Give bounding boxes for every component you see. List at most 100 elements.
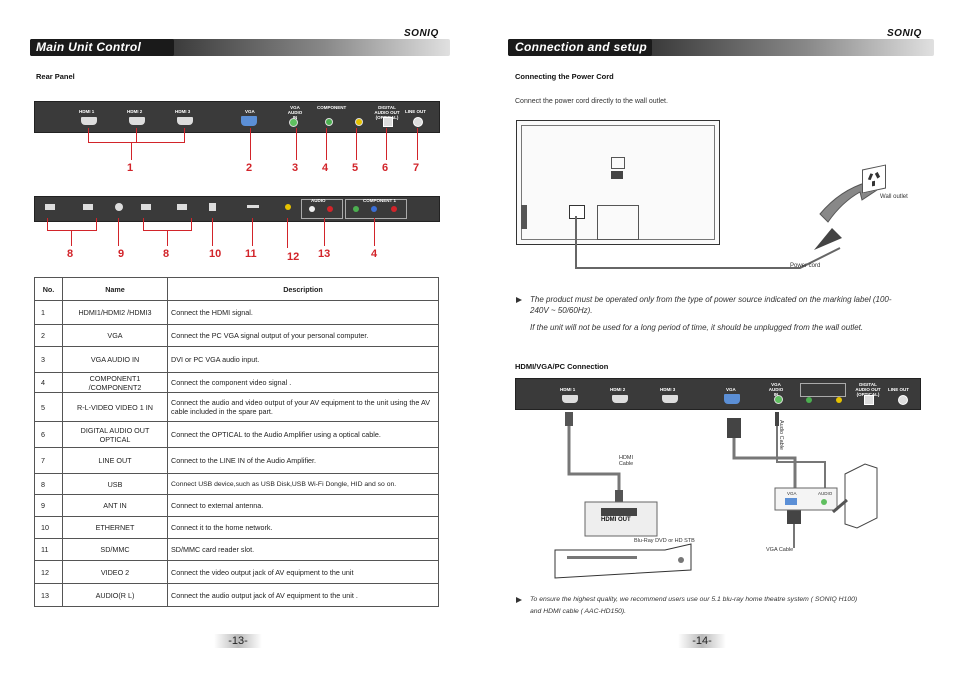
row-name: VGA [62, 324, 168, 347]
callout-13: 13 [318, 248, 331, 260]
pc-audio-jack-icon [821, 499, 827, 505]
power-cord-label: Power cord [790, 263, 821, 269]
tv-stand-icon [597, 205, 639, 240]
rear-panel-bottom: AUDIO COMPONENT 1 [34, 196, 440, 222]
usb-port-icon [45, 204, 55, 210]
note-bullet-icon [516, 297, 522, 303]
usb-port-icon [83, 204, 93, 210]
callout-10: 10 [209, 248, 222, 260]
panel-label-component1: COMPONENT 1 [363, 198, 397, 203]
video2-jack-icon [285, 204, 291, 210]
row-no: 11 [34, 538, 63, 561]
player-button-icon [678, 557, 684, 563]
callout-7: 7 [413, 162, 420, 174]
header-name: Name [62, 277, 168, 301]
component-y-jack-icon [806, 397, 812, 403]
row-name: SD/MMC [62, 538, 168, 561]
vga-plug-icon [727, 418, 741, 438]
callout-line [326, 128, 327, 160]
callout-line [143, 218, 144, 230]
callout-line [118, 218, 119, 246]
pc-audio-label: AUDIO [818, 491, 833, 496]
audio-r-jack-icon [327, 206, 333, 212]
callout-line [96, 218, 97, 230]
row-no: 12 [34, 560, 63, 584]
row-name: ETHERNET [62, 516, 168, 539]
row-no: 6 [34, 421, 63, 448]
pc-vga-port-icon [785, 498, 797, 505]
right-brand-logo: SONIQ [887, 28, 922, 39]
row-name: AUDIO(R L) [62, 583, 168, 607]
rear-panel-top: HDMI 1 HDMI 2 HDMI 3 VGA VGA AUDIO IN CO… [34, 101, 440, 133]
left-header-title: Main Unit Control [36, 40, 142, 54]
right-header-tab [508, 39, 652, 56]
callout-line [250, 128, 251, 160]
hdmi3-port-icon [662, 395, 678, 403]
row-no: 3 [34, 346, 63, 373]
vga-cable-label: VGA Cable [766, 547, 794, 553]
plug-icon [814, 228, 842, 250]
callout-8b: 8 [163, 248, 170, 260]
callout-line [88, 142, 185, 143]
callout-line [296, 128, 297, 160]
label-sticker-icon [611, 157, 625, 169]
left-header-tab [30, 39, 174, 56]
pc-tower-icon [844, 463, 878, 529]
callout-5: 5 [352, 162, 359, 174]
hdmi-out-label: HDMI OUT [601, 517, 631, 523]
row-desc: Connect to the LINE IN of the Audio Ampl… [167, 447, 439, 474]
callout-line [88, 128, 89, 142]
callout-8a: 8 [67, 248, 74, 260]
callout-line [131, 142, 132, 160]
row-name: VIDEO 2 [62, 560, 168, 584]
connection-panel: HDMI 1 HDMI 2 HDMI 3 VGA VGA AUDIO IN DI… [515, 378, 921, 410]
row-no: 1 [34, 300, 63, 325]
panel-label-hdmi3: HDMI 3 [660, 387, 676, 392]
row-desc: SD/MMC card reader slot. [167, 538, 439, 561]
hdmi-vga-section-label: HDMI/VGA/PC Connection [515, 362, 609, 371]
row-name: R-L-VIDEO VIDEO 1 IN [62, 392, 168, 422]
row-name: USB [62, 473, 168, 495]
ethernet-port-icon [209, 203, 216, 211]
wall-outlet-label: Wall outlet [880, 194, 908, 200]
row-no: 10 [34, 516, 63, 539]
panel-label-vga-audio: VGA AUDIO IN [287, 105, 303, 120]
left-brand-logo: SONIQ [404, 28, 439, 39]
usb-port-icon [141, 204, 151, 210]
component-video-jack-icon [355, 118, 363, 126]
row-no: 7 [34, 447, 63, 474]
wall-outlet-icon [862, 164, 886, 194]
row-name: ANT IN [62, 494, 168, 517]
component-video-jack-icon [836, 397, 842, 403]
callout-line [136, 128, 137, 142]
audio-l-jack-icon [309, 206, 315, 212]
panel-label-component: COMPONENT [317, 105, 347, 110]
row-name: COMPONENT1 /COMPONENT2 [62, 372, 168, 393]
power-cord-diagram [575, 173, 880, 269]
row-desc: Connect the HDMI signal. [167, 300, 439, 325]
callout-line [184, 128, 185, 142]
row-desc: Connect the OPTICAL to the Audio Amplifi… [167, 421, 439, 448]
callout-1: 1 [127, 162, 134, 174]
right-header-title: Connection and setup [515, 40, 647, 54]
hdmi-cable-line [567, 426, 621, 492]
callout-line [252, 218, 253, 246]
row-no: 4 [34, 372, 63, 393]
callout-11: 11 [245, 248, 257, 260]
pc-vga-label: VGA [787, 491, 797, 496]
callout-4b: 4 [371, 248, 378, 260]
row-name: DIGITAL AUDIO OUT OPTICAL [62, 421, 168, 448]
antenna-port-icon [115, 203, 123, 211]
callout-line [324, 218, 325, 246]
panel-label-digital-audio: DIGITAL AUDIO OUT (OPTICAL) [855, 382, 881, 397]
component-group [800, 383, 846, 397]
hdmi-plug-icon [615, 490, 623, 506]
component-y-jack-icon [353, 206, 359, 212]
